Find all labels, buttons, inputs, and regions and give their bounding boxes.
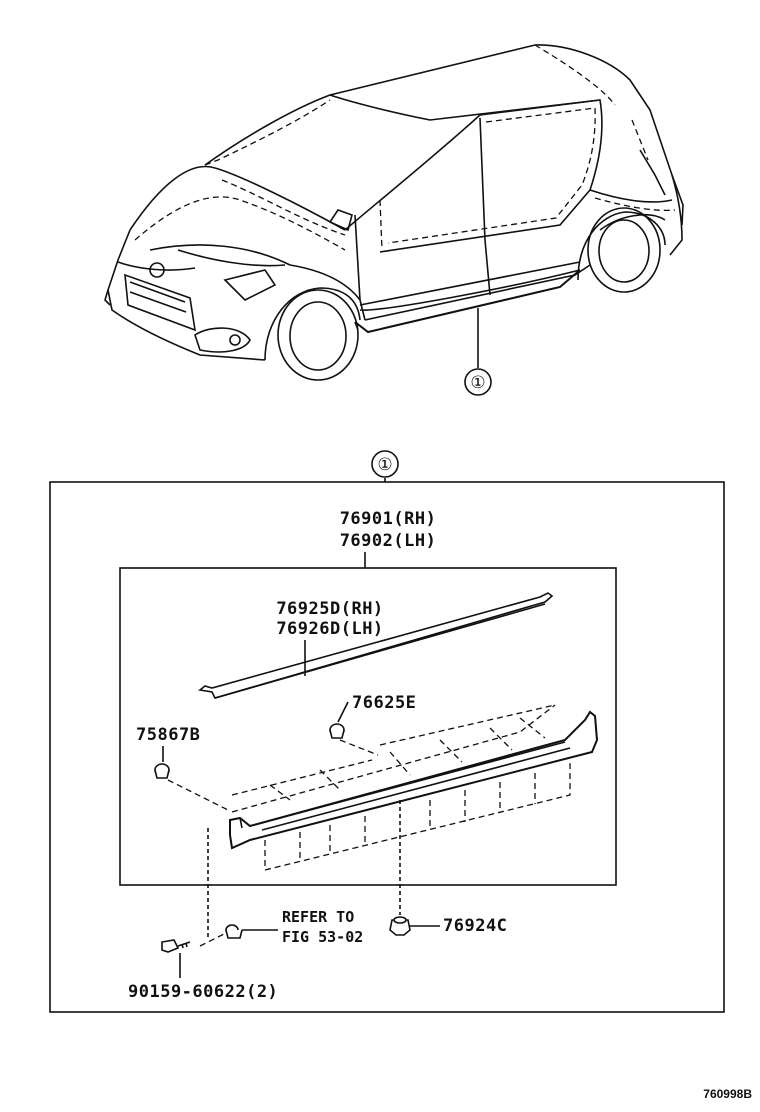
label-assembly-lh: 76902(LH) xyxy=(340,531,437,551)
callout-circle-top xyxy=(464,368,492,396)
callout-circle-box xyxy=(371,450,399,478)
screw-icon xyxy=(161,939,191,953)
label-moulding-lh: 76926D(LH) xyxy=(276,619,383,639)
figure-code: 760998B xyxy=(703,1087,752,1101)
inner-assembly-frame xyxy=(119,567,617,886)
label-clip-left: 75867B xyxy=(136,725,200,745)
clip-top-icon xyxy=(329,723,345,739)
label-assembly-rh: 76901(RH) xyxy=(340,509,437,529)
label-clip-top: 76625E xyxy=(352,693,416,713)
rocker-panel xyxy=(229,704,599,871)
moulding-strip xyxy=(198,592,554,699)
label-screw: 90159-60622(2) xyxy=(128,982,278,1002)
label-nut: 76924C xyxy=(443,916,507,936)
label-moulding-rh: 76925D(RH) xyxy=(276,599,383,619)
car-illustration xyxy=(104,44,684,381)
label-refer-line2: FIG 53-02 xyxy=(282,928,363,946)
callout-top: ① xyxy=(470,373,485,393)
label-refer-line1: REFER TO xyxy=(282,908,354,926)
clip-ref-icon xyxy=(225,924,243,939)
nut-icon xyxy=(389,916,411,936)
clip-left-icon xyxy=(154,763,170,779)
callout-box: ① xyxy=(377,455,392,475)
outer-detail-frame xyxy=(49,481,725,1013)
